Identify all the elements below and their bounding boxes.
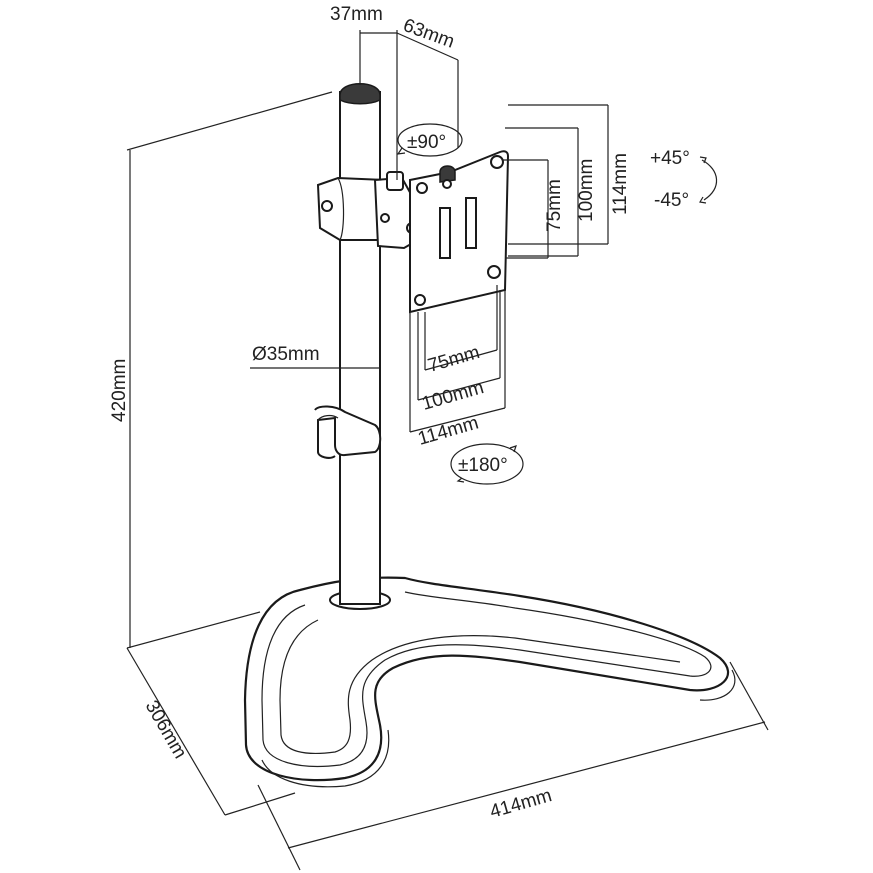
label-vesa-v100: 100mm: [576, 159, 597, 222]
stand-base: [243, 576, 736, 788]
label-swivel-minus: -45°: [654, 190, 689, 211]
label-vesa-v114: 114mm: [610, 153, 631, 215]
label-vesa-h114: 114mm: [416, 413, 481, 450]
pole-cap: [339, 83, 381, 105]
dim-height: 420mm: [109, 91, 333, 649]
dim-pole-diameter: Ø35mm: [250, 344, 380, 369]
height-collar: [316, 171, 427, 250]
swivel-indicator: +45° -45°: [650, 148, 718, 211]
label-pole-diameter: Ø35mm: [252, 344, 320, 365]
tilt-indicator: ±90°: [396, 123, 463, 157]
label-pole-offset: 37mm: [330, 4, 383, 25]
vesa-plate: [409, 150, 510, 314]
vertical-pole: [339, 83, 381, 605]
dim-base-depth: 306mm: [126, 647, 296, 816]
label-vesa-v75: 75mm: [544, 179, 565, 232]
dim-vesa-vertical: 75mm 100mm 114mm: [502, 104, 631, 259]
label-height: 420mm: [109, 359, 130, 422]
label-rotation: ±180°: [458, 455, 508, 476]
label-base-width: 414mm: [488, 785, 555, 823]
label-vesa-h100: 100mm: [420, 377, 487, 415]
cable-clip: [314, 405, 382, 459]
tilt-knob: [439, 165, 456, 183]
label-tilt: ±90°: [407, 132, 446, 153]
label-base-depth: 306mm: [141, 697, 191, 762]
label-swivel-plus: +45°: [650, 148, 690, 169]
rotation-indicator: ±180°: [450, 443, 524, 485]
label-vesa-h75: 75mm: [426, 342, 483, 377]
